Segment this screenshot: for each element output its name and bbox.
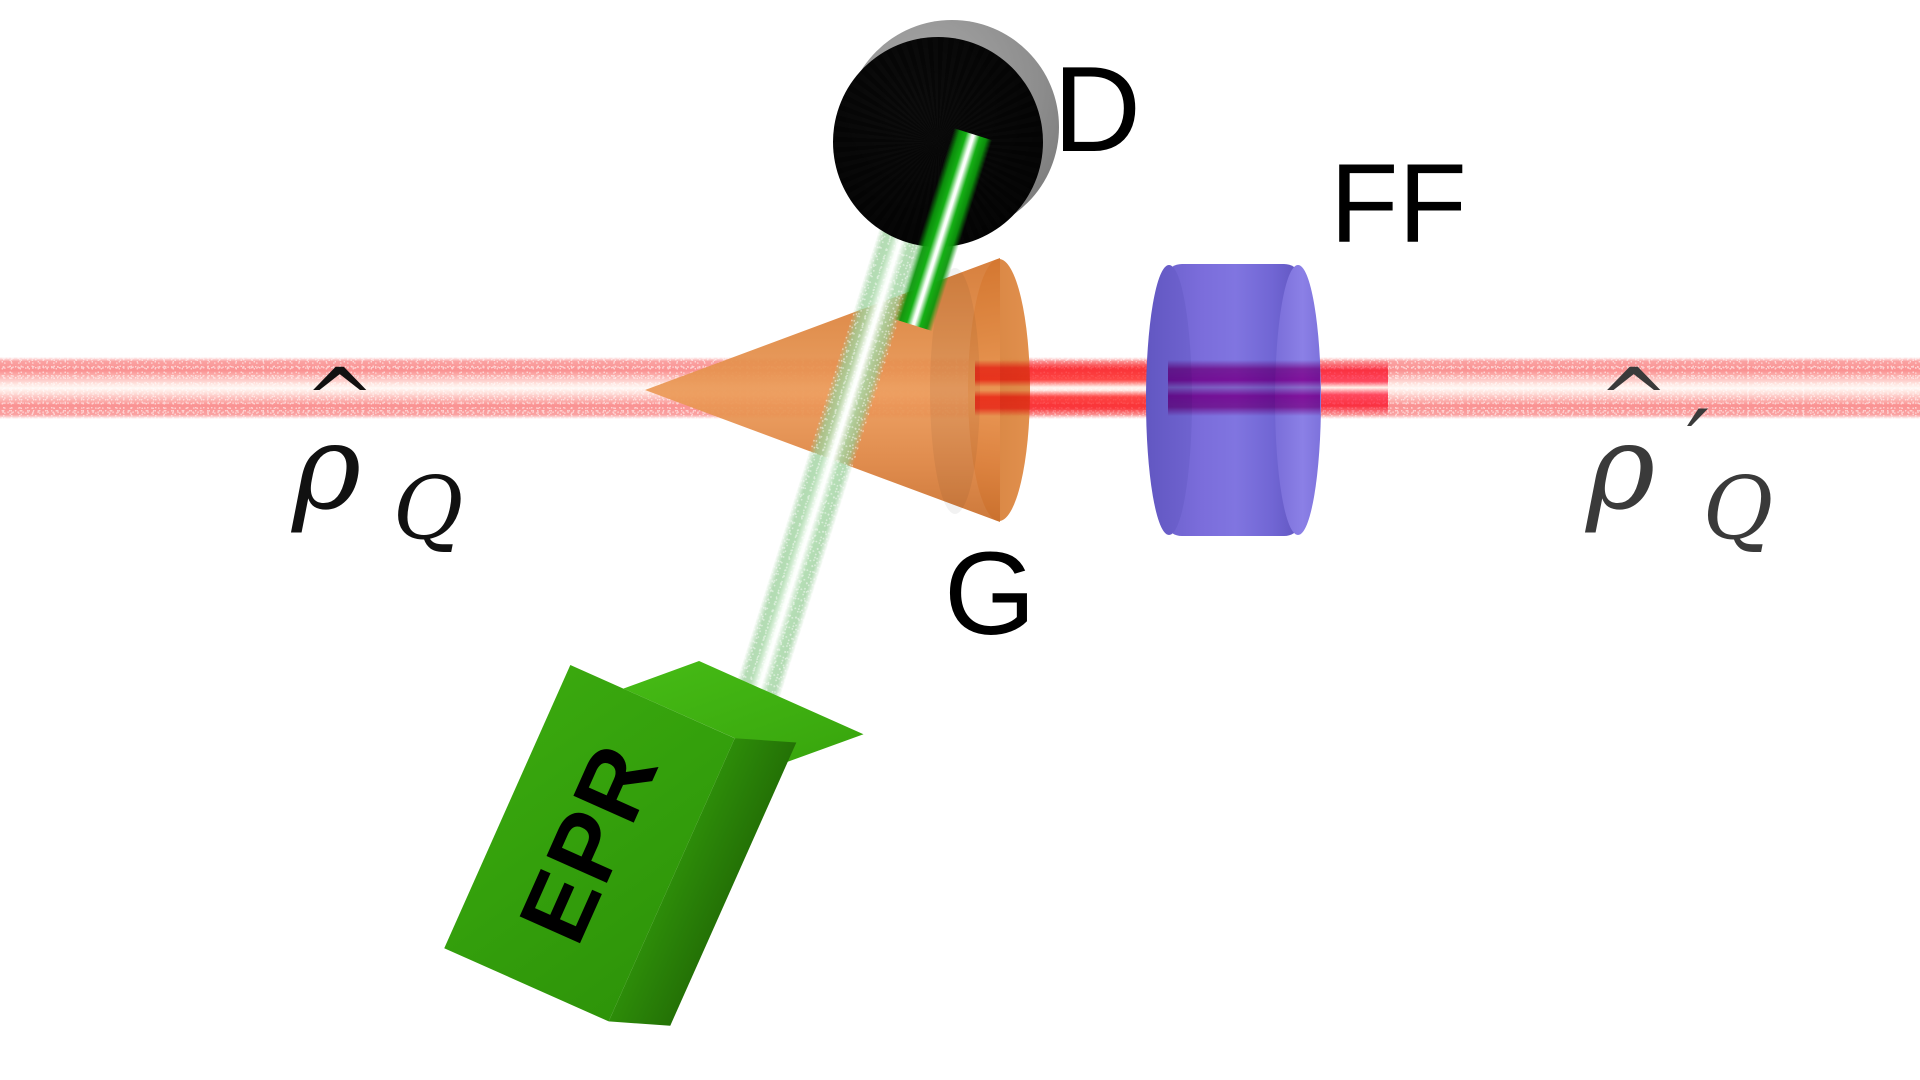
input-state-label: ^ ρ Q xyxy=(292,358,469,552)
hat-accent: ^ xyxy=(1598,350,1670,450)
detector-label: D xyxy=(1053,41,1142,177)
filter-beam-overlap xyxy=(1168,360,1320,416)
gain-label: G xyxy=(944,528,1036,660)
epr-source-box: EPR xyxy=(444,661,864,1045)
output-state-subscript: Q xyxy=(1702,458,1774,559)
rho-symbol: ρ xyxy=(292,398,362,536)
rho-symbol: ρ xyxy=(1586,397,1656,536)
prime-accent: ′ xyxy=(1686,390,1709,502)
filter-label: FF xyxy=(1330,141,1467,266)
input-state-rho: ^ ρ xyxy=(292,358,399,536)
input-state-subscript: Q xyxy=(392,459,464,559)
output-state-label: ^ ρ ′Q xyxy=(1586,358,1779,552)
output-state-rho: ^ ρ xyxy=(1586,358,1693,536)
hat-accent: ^ xyxy=(304,350,376,450)
amplified-beam-segment xyxy=(975,360,1175,416)
